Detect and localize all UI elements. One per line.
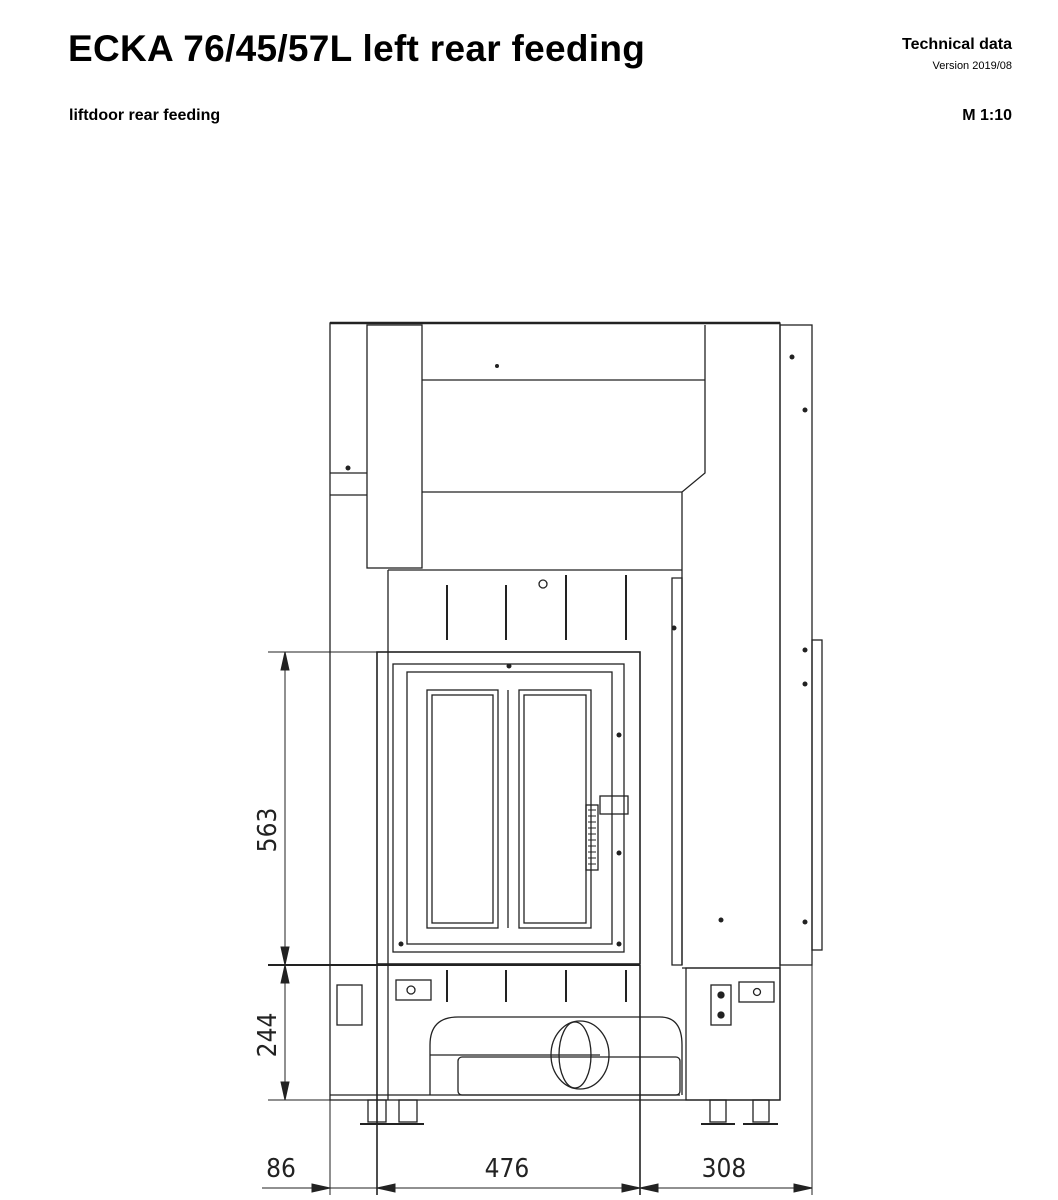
stove-body — [329, 321, 823, 1125]
adjustable-feet — [360, 1099, 778, 1125]
page-title: ECKA 76/45/57L left rear feeding — [68, 28, 646, 69]
dim-door-width: 476 — [485, 1154, 530, 1184]
dim-left-offset: 86 — [266, 1154, 296, 1184]
dim-right-offset: 308 — [702, 1154, 747, 1184]
document-type: Technical data — [902, 36, 1012, 53]
dimension-lines — [262, 651, 813, 1195]
dim-base-height: 244 — [253, 1013, 283, 1058]
dim-door-height: 563 — [253, 808, 283, 853]
subtitle: liftdoor rear feeding — [69, 107, 221, 124]
version-label: Version 2019/08 — [932, 60, 1012, 72]
scale-label: M 1:10 — [962, 107, 1012, 124]
